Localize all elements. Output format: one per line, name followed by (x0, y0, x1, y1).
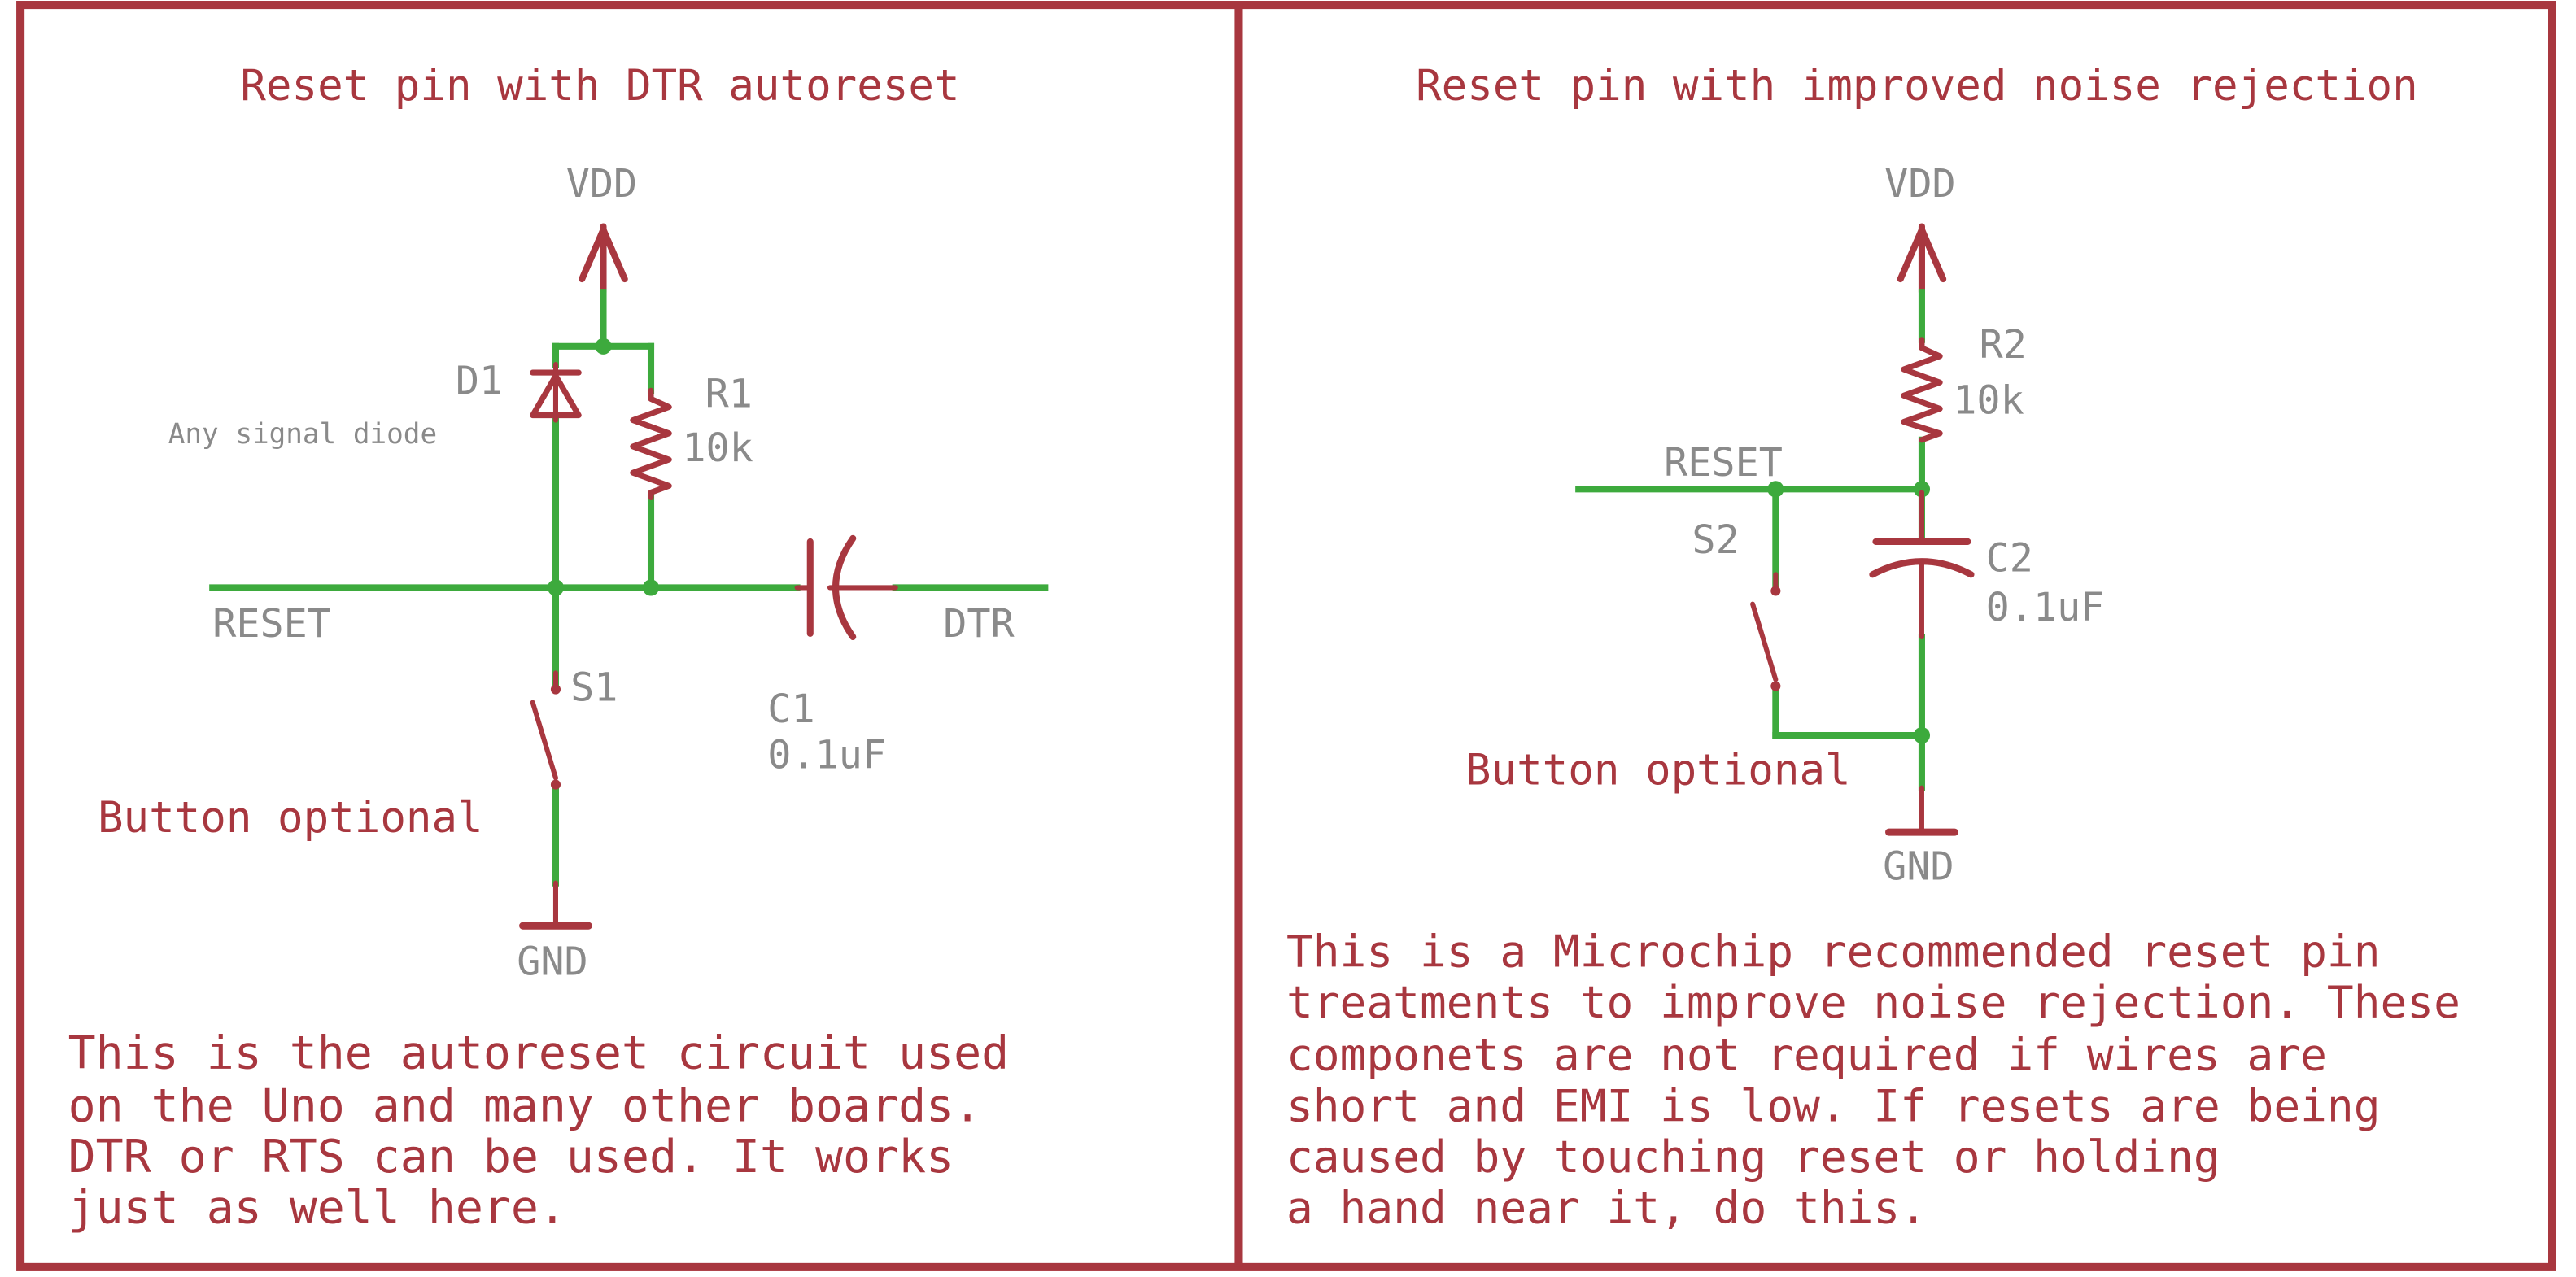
right-vdd-symbol (1897, 223, 1947, 296)
diode-d1 (530, 361, 582, 423)
left-vdd-label: VDD (566, 161, 637, 207)
d1-note: Any signal diode (168, 418, 437, 451)
right-junction-dot (1767, 481, 1784, 498)
left-panel: Reset pin with DTR autoreset VDD (68, 61, 1049, 1234)
right-wires (1575, 289, 1925, 791)
switch-s1 (530, 670, 561, 790)
left-gnd-label: GND (517, 939, 587, 985)
left-note-line: just as well here. (68, 1181, 566, 1234)
left-note-line: DTR or RTS can be used. It works (68, 1131, 954, 1183)
left-title: Reset pin with DTR autoreset (240, 61, 959, 111)
right-note-line: a hand near it, do this. (1286, 1181, 1927, 1233)
outer-frame (16, 1, 2556, 1271)
capacitor-c2 (1869, 490, 1975, 640)
right-junction-dot (1913, 481, 1931, 498)
left-junction-dot (595, 338, 612, 355)
r1-value: 10k (682, 425, 753, 471)
c2-value: 0.1uF (1986, 585, 2105, 630)
switch-s2 (1750, 572, 1781, 691)
left-gnd-symbol (519, 880, 592, 930)
s1-label: S1 (570, 665, 618, 711)
dtr-label: DTR (943, 601, 1015, 647)
left-junction-dot (547, 579, 565, 596)
right-note-line: treatments to improve noise rejection. T… (1286, 976, 2460, 1028)
resistor-r2 (1901, 337, 1943, 443)
right-gnd-symbol (1885, 785, 1958, 836)
left-vdd-symbol (579, 223, 628, 296)
right-junction-dot (1913, 726, 1931, 744)
right-title: Reset pin with improved noise rejection (1416, 61, 2418, 111)
right-note-line: This is a Microchip recommended reset pi… (1286, 926, 2381, 978)
left-note-line: This is the autoreset circuit used (68, 1027, 1010, 1080)
c1-label: C1 (767, 686, 814, 732)
resistor-r1 (630, 387, 672, 500)
right-reset-label: RESET (1664, 440, 1783, 486)
s2-label: S2 (1692, 517, 1739, 563)
left-junction-dot (642, 579, 660, 596)
c2-label: C2 (1986, 535, 2033, 581)
right-note-line: caused by touching reset or holding (1286, 1131, 2220, 1183)
right-panel: Reset pin with improved noise rejection … (1286, 61, 2460, 1233)
right-vdd-label: VDD (1884, 161, 1955, 207)
right-note-line: short and EMI is low. If resets are bein… (1286, 1079, 2381, 1131)
right-note-line: componets are not required if wires are (1286, 1029, 2327, 1081)
left-wires (209, 289, 1049, 887)
capacitor-c1 (794, 534, 898, 641)
r1-label: R1 (705, 371, 753, 416)
r2-label: R2 (1980, 322, 2027, 368)
left-note-line: on the Uno and many other boards. (68, 1079, 982, 1132)
left-button-note: Button optional (98, 793, 483, 843)
left-reset-label: RESET (212, 601, 331, 647)
right-gnd-label: GND (1883, 844, 1954, 890)
d1-label: D1 (456, 358, 503, 403)
r2-value: 10k (1953, 378, 2024, 424)
right-button-note: Button optional (1465, 746, 1851, 795)
c1-value: 0.1uF (767, 732, 886, 778)
